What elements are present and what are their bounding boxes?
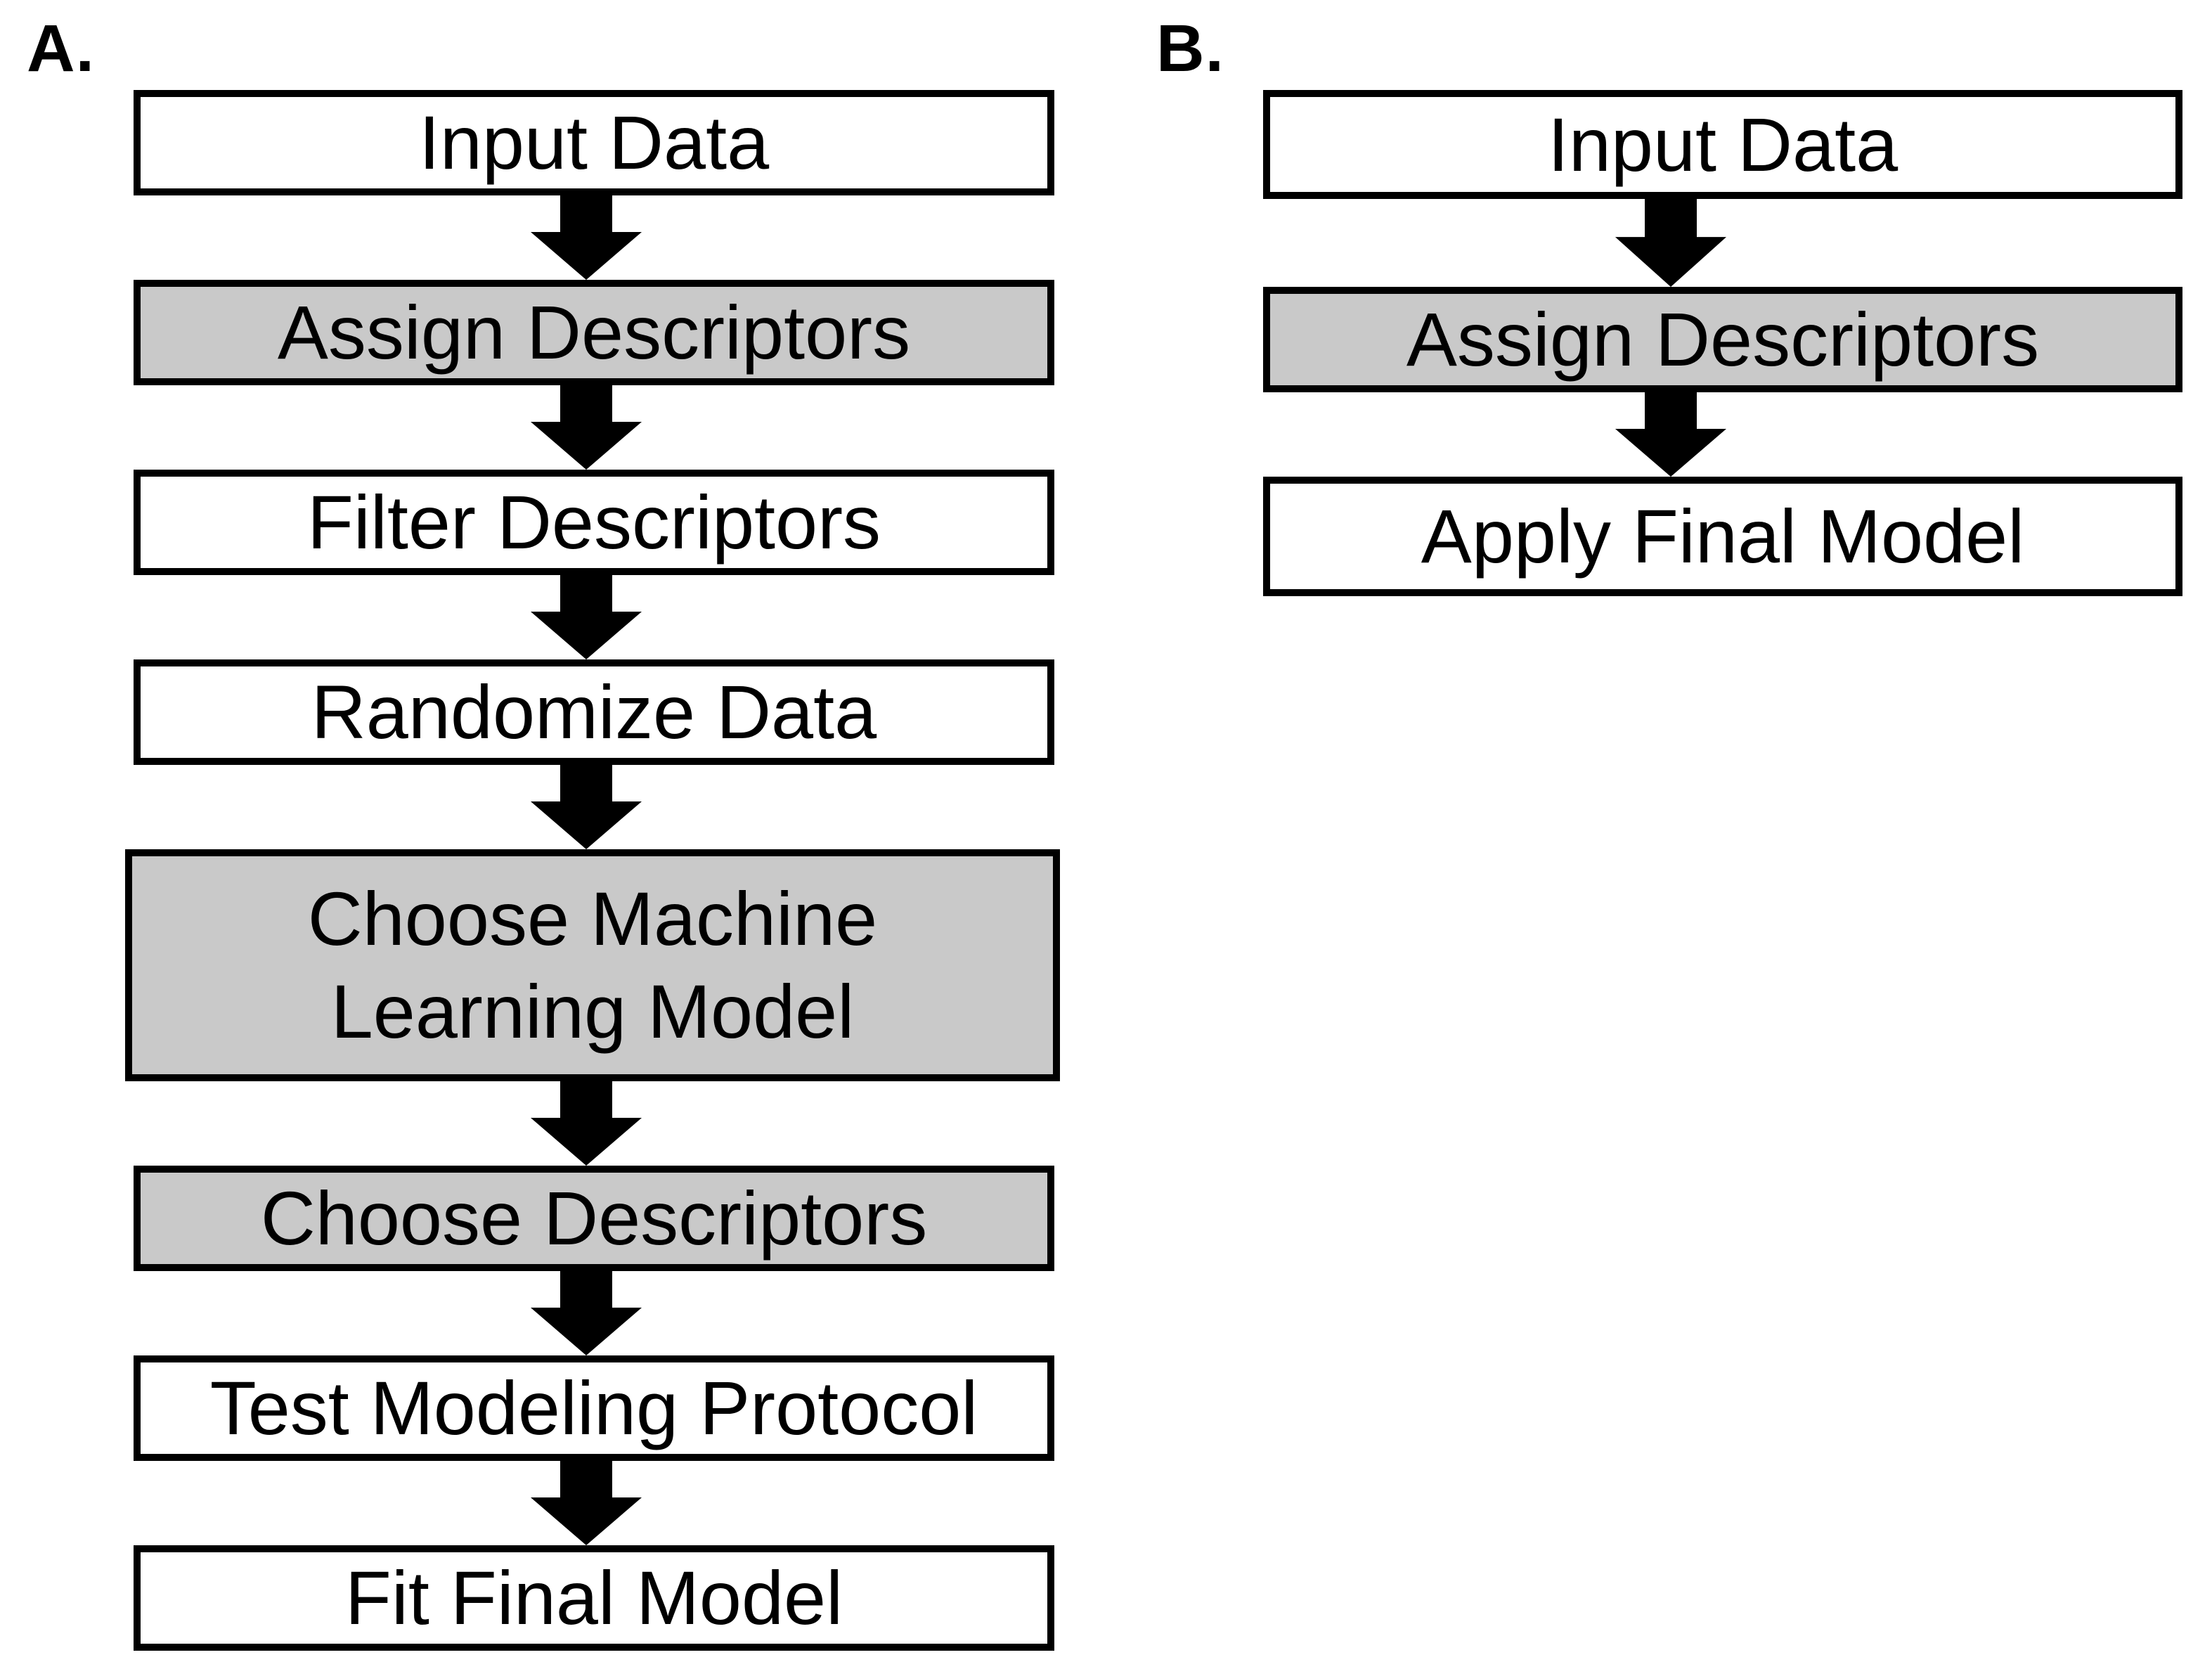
down-arrow-icon (531, 385, 642, 470)
step-a-fit-final-model: Fit Final Model (134, 1545, 1054, 1651)
step-b-input-data: Input Data (1263, 90, 2182, 199)
step-a-input-data: Input Data (134, 90, 1054, 195)
step-a-choose-descriptors: Choose Descriptors (134, 1166, 1054, 1271)
down-arrow-icon (531, 195, 642, 280)
down-arrow-icon (531, 1461, 642, 1545)
step-b-apply-final-model: Apply Final Model (1263, 477, 2182, 596)
step-a-choose-ml-model: Choose Machine Learning Model (125, 849, 1060, 1081)
down-arrow-icon (531, 575, 642, 659)
down-arrow-icon (1615, 392, 1726, 477)
panel-b-label: B. (1156, 11, 1224, 86)
step-b-assign-descriptors: Assign Descriptors (1263, 287, 2182, 392)
down-arrow-icon (531, 1271, 642, 1355)
step-a-assign-descriptors: Assign Descriptors (134, 280, 1054, 385)
step-a-filter-descriptors: Filter Descriptors (134, 470, 1054, 575)
down-arrow-icon (1615, 199, 1726, 287)
step-a-randomize-data: Randomize Data (134, 659, 1054, 765)
down-arrow-icon (531, 1081, 642, 1166)
panel-a-label: A. (27, 11, 95, 86)
step-a-test-modeling-protocol: Test Modeling Protocol (134, 1355, 1054, 1461)
down-arrow-icon (531, 765, 642, 849)
